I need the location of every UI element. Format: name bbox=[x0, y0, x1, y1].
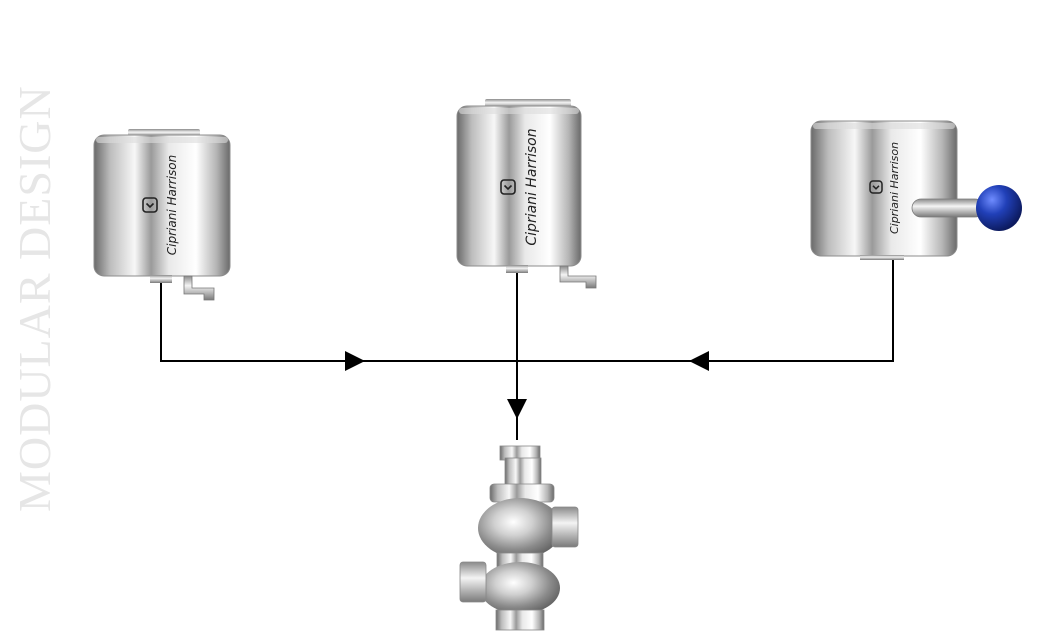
brand-label: Cipriani Harrison bbox=[524, 128, 540, 245]
right-port bbox=[551, 506, 579, 548]
flow-arrow-icon bbox=[507, 399, 527, 419]
air-fitting bbox=[559, 265, 597, 289]
bottom-rim bbox=[860, 255, 904, 260]
yoke bbox=[504, 457, 542, 487]
lower-housing bbox=[480, 562, 560, 614]
flow-arrow-icon bbox=[345, 351, 365, 371]
handle-knob bbox=[976, 185, 1022, 231]
control-head-unit-2: Cipriani Harrison bbox=[456, 99, 597, 289]
collector-line bbox=[160, 260, 894, 362]
left-port bbox=[459, 561, 487, 603]
flow-lines bbox=[160, 260, 894, 440]
bottom-port bbox=[506, 265, 528, 273]
check-chevron-icon bbox=[500, 179, 516, 195]
valve-body bbox=[459, 445, 579, 631]
brand-label: Cipriani Harrison bbox=[888, 142, 901, 234]
air-fitting bbox=[183, 275, 215, 301]
handle-lever bbox=[911, 198, 985, 218]
check-chevron-icon bbox=[869, 180, 883, 194]
flow-arrow-icon bbox=[689, 351, 709, 371]
head-body bbox=[93, 134, 231, 277]
manual-handle-unit-3: Cipriani Harrison bbox=[810, 120, 1022, 260]
head-body bbox=[810, 120, 958, 257]
bottom-flange bbox=[495, 609, 545, 631]
head-body bbox=[456, 105, 582, 267]
upper-housing bbox=[478, 498, 562, 558]
check-chevron-icon bbox=[142, 197, 158, 213]
bottom-port bbox=[150, 275, 172, 283]
brand-label: Cipriani Harrison bbox=[165, 155, 179, 255]
control-head-unit-1: Cipriani Harrison bbox=[93, 129, 231, 301]
